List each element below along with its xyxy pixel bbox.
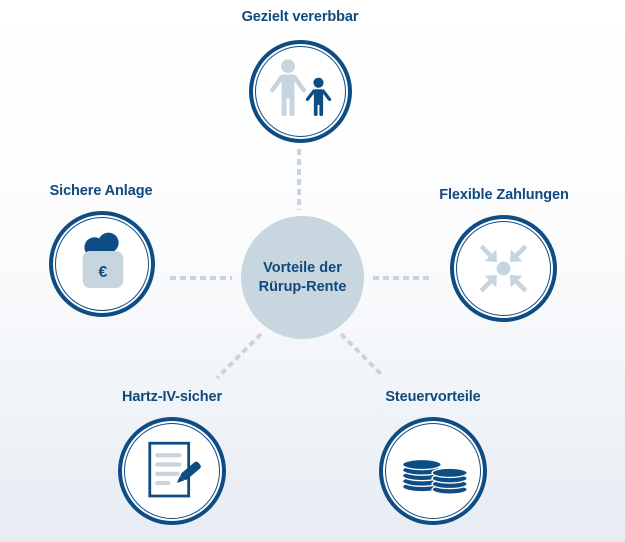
coins-euro-icon: € bbox=[82, 232, 124, 289]
label-gezielt-vererbbar: Gezielt vererbbar bbox=[241, 9, 359, 25]
coin-stacks-icon bbox=[401, 458, 468, 495]
connector-bottom-left bbox=[215, 332, 263, 380]
parent-child-icon bbox=[270, 59, 332, 116]
node-gezielt-vererbbar bbox=[249, 40, 352, 143]
center-title-line1: Vorteile der bbox=[263, 259, 342, 276]
node-hartz-iv-sicher bbox=[118, 417, 226, 525]
center-hub: Vorteile der Rürup-Rente bbox=[241, 216, 364, 339]
label-flexible-zahlungen: Flexible Zahlungen bbox=[439, 187, 569, 203]
converging-arrows-icon bbox=[479, 244, 528, 293]
label-steuervorteile: Steuervorteile bbox=[385, 389, 481, 405]
node-steuervorteile bbox=[379, 417, 487, 525]
connector-bottom-right bbox=[339, 332, 385, 378]
document-pen-icon bbox=[148, 441, 201, 498]
svg-text:€: € bbox=[99, 264, 108, 281]
center-title-line2: Rürup-Rente bbox=[258, 278, 347, 295]
node-sichere-anlage: € bbox=[49, 211, 155, 317]
node-flexible-zahlungen bbox=[450, 215, 557, 322]
label-sichere-anlage: Sichere Anlage bbox=[49, 183, 153, 199]
label-hartz-iv-sicher: Hartz-IV-sicher bbox=[121, 389, 223, 405]
